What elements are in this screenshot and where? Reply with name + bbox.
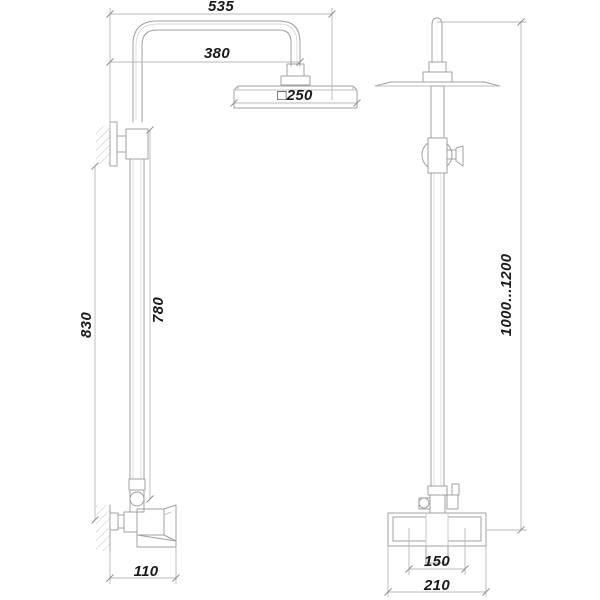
shower-head-stem	[280, 63, 311, 86]
front-view	[374, 17, 501, 564]
dim-1000-1200	[437, 18, 527, 534]
shower-head-square	[233, 85, 358, 109]
dim-label-150: 150	[424, 553, 450, 570]
dim-label-210: 210	[423, 577, 450, 594]
dim-label-830: 830	[78, 312, 95, 338]
dim-label-535: 535	[208, 0, 234, 15]
dim-830	[91, 162, 99, 524]
dim-780	[146, 126, 154, 503]
dim-label-780: 780	[150, 297, 167, 323]
vertical-riser-pipe	[128, 158, 146, 491]
dim-label-110: 110	[134, 563, 159, 580]
dim-535	[106, 8, 336, 130]
side-view	[96, 20, 358, 552]
lower-wall-plate	[109, 512, 119, 531]
mixer-body	[117, 504, 177, 542]
front-diverter-valve	[421, 137, 464, 174]
dim-110	[106, 548, 180, 584]
dim-label-380: 380	[204, 45, 230, 62]
dim-label-1000-1200: 1000...1200	[498, 253, 515, 336]
dim-380	[106, 58, 304, 66]
front-mixer-body	[387, 512, 487, 564]
gooseneck-arm	[132, 20, 301, 123]
dim-label-250: □250	[277, 87, 313, 104]
wall-hatching-upper	[96, 126, 110, 164]
mixer-lever-handle	[136, 534, 177, 548]
dim-150	[405, 528, 469, 575]
dimension-labels: 535 380 □250 830 780 110 1000...1200 150…	[78, 0, 515, 594]
wall-hatching-lower	[96, 505, 110, 551]
dim-250	[230, 99, 361, 107]
dim-210	[384, 546, 490, 597]
dimension-lines	[91, 8, 527, 597]
